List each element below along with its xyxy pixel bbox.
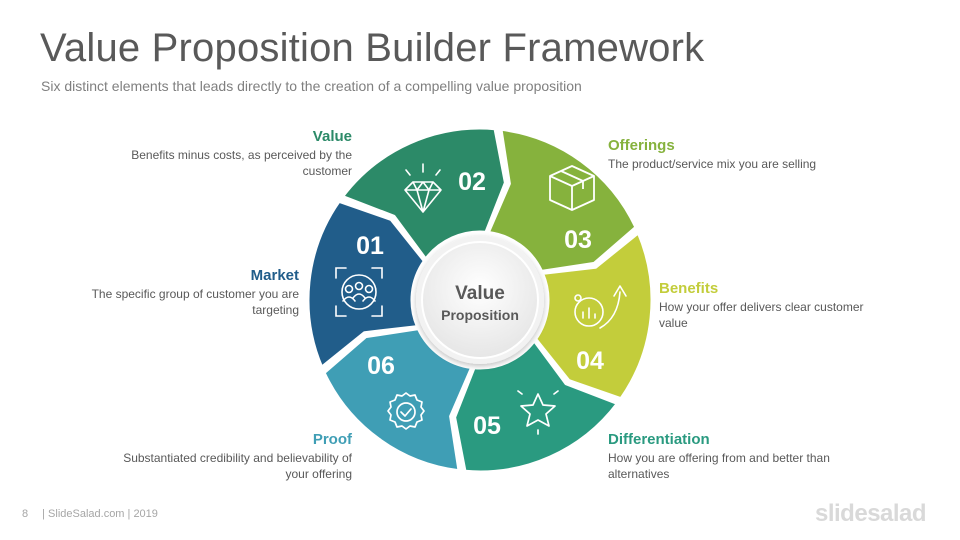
label-heading-benefits: Benefits <box>659 280 719 297</box>
label-market: Market The specific group of customer yo… <box>60 266 299 318</box>
segment-market <box>306 199 426 369</box>
box-icon <box>549 165 595 211</box>
footer-credit: | SlideSalad.com | 2019 <box>42 508 158 520</box>
segment-number-06: 06 <box>367 352 395 380</box>
label-description-differentiation: How you are offering from and better tha… <box>608 451 830 481</box>
center-circle <box>416 236 544 364</box>
label-proof: Proof Substantiated credibility and beli… <box>100 430 352 482</box>
segment-number-03: 03 <box>564 226 592 254</box>
star-icon <box>517 390 559 435</box>
label-offerings: Offerings The product/service mix you ar… <box>608 136 868 172</box>
segment-number-02: 02 <box>458 168 486 196</box>
growth-chart-icon <box>574 285 627 329</box>
label-benefits: Benefits How your offer delivers clear c… <box>659 279 894 331</box>
label-heading-differentiation: Differentiation <box>608 431 710 448</box>
label-heading-proof: Proof <box>312 431 352 448</box>
brand-logo-text: slidesalad <box>815 500 927 527</box>
center-label-line1: Value <box>455 283 505 304</box>
segment-number-04: 04 <box>576 347 604 375</box>
people-target-icon <box>335 267 383 317</box>
label-description-value: Benefits minus costs, as perceived by th… <box>131 148 352 178</box>
segment-benefits <box>534 231 654 401</box>
label-description-offerings: The product/service mix you are selling <box>608 157 817 171</box>
slide-title: Value Proposition Builder Framework <box>40 26 705 70</box>
center-label-line2: Proposition <box>441 307 519 323</box>
verified-badge-icon <box>387 392 425 430</box>
label-description-market: The specific group of customer you are t… <box>91 287 299 317</box>
label-description-benefits: How your offer delivers clear customer v… <box>659 300 864 330</box>
label-heading-market: Market <box>250 267 299 284</box>
segment-number-05: 05 <box>473 412 501 440</box>
label-heading-offerings: Offerings <box>608 137 675 154</box>
segment-proof <box>322 327 474 473</box>
label-differentiation: Differentiation How you are offering fro… <box>608 430 868 482</box>
label-description-proof: Substantiated credibility and believabil… <box>123 451 352 481</box>
footer: 8 | SlideSalad.com | 2019 <box>22 508 158 520</box>
label-heading-value: Value <box>312 128 352 145</box>
segment-offerings <box>486 127 638 273</box>
page-number: 8 <box>22 508 29 520</box>
slide-subtitle: Six distinct elements that leads directl… <box>41 78 582 94</box>
segment-value <box>341 126 507 261</box>
segment-differentiation <box>453 339 619 474</box>
segment-number-01: 01 <box>356 232 384 260</box>
label-value: Value Benefits minus costs, as perceived… <box>104 127 352 179</box>
segments-group <box>306 126 654 474</box>
diamond-icon <box>404 163 442 213</box>
